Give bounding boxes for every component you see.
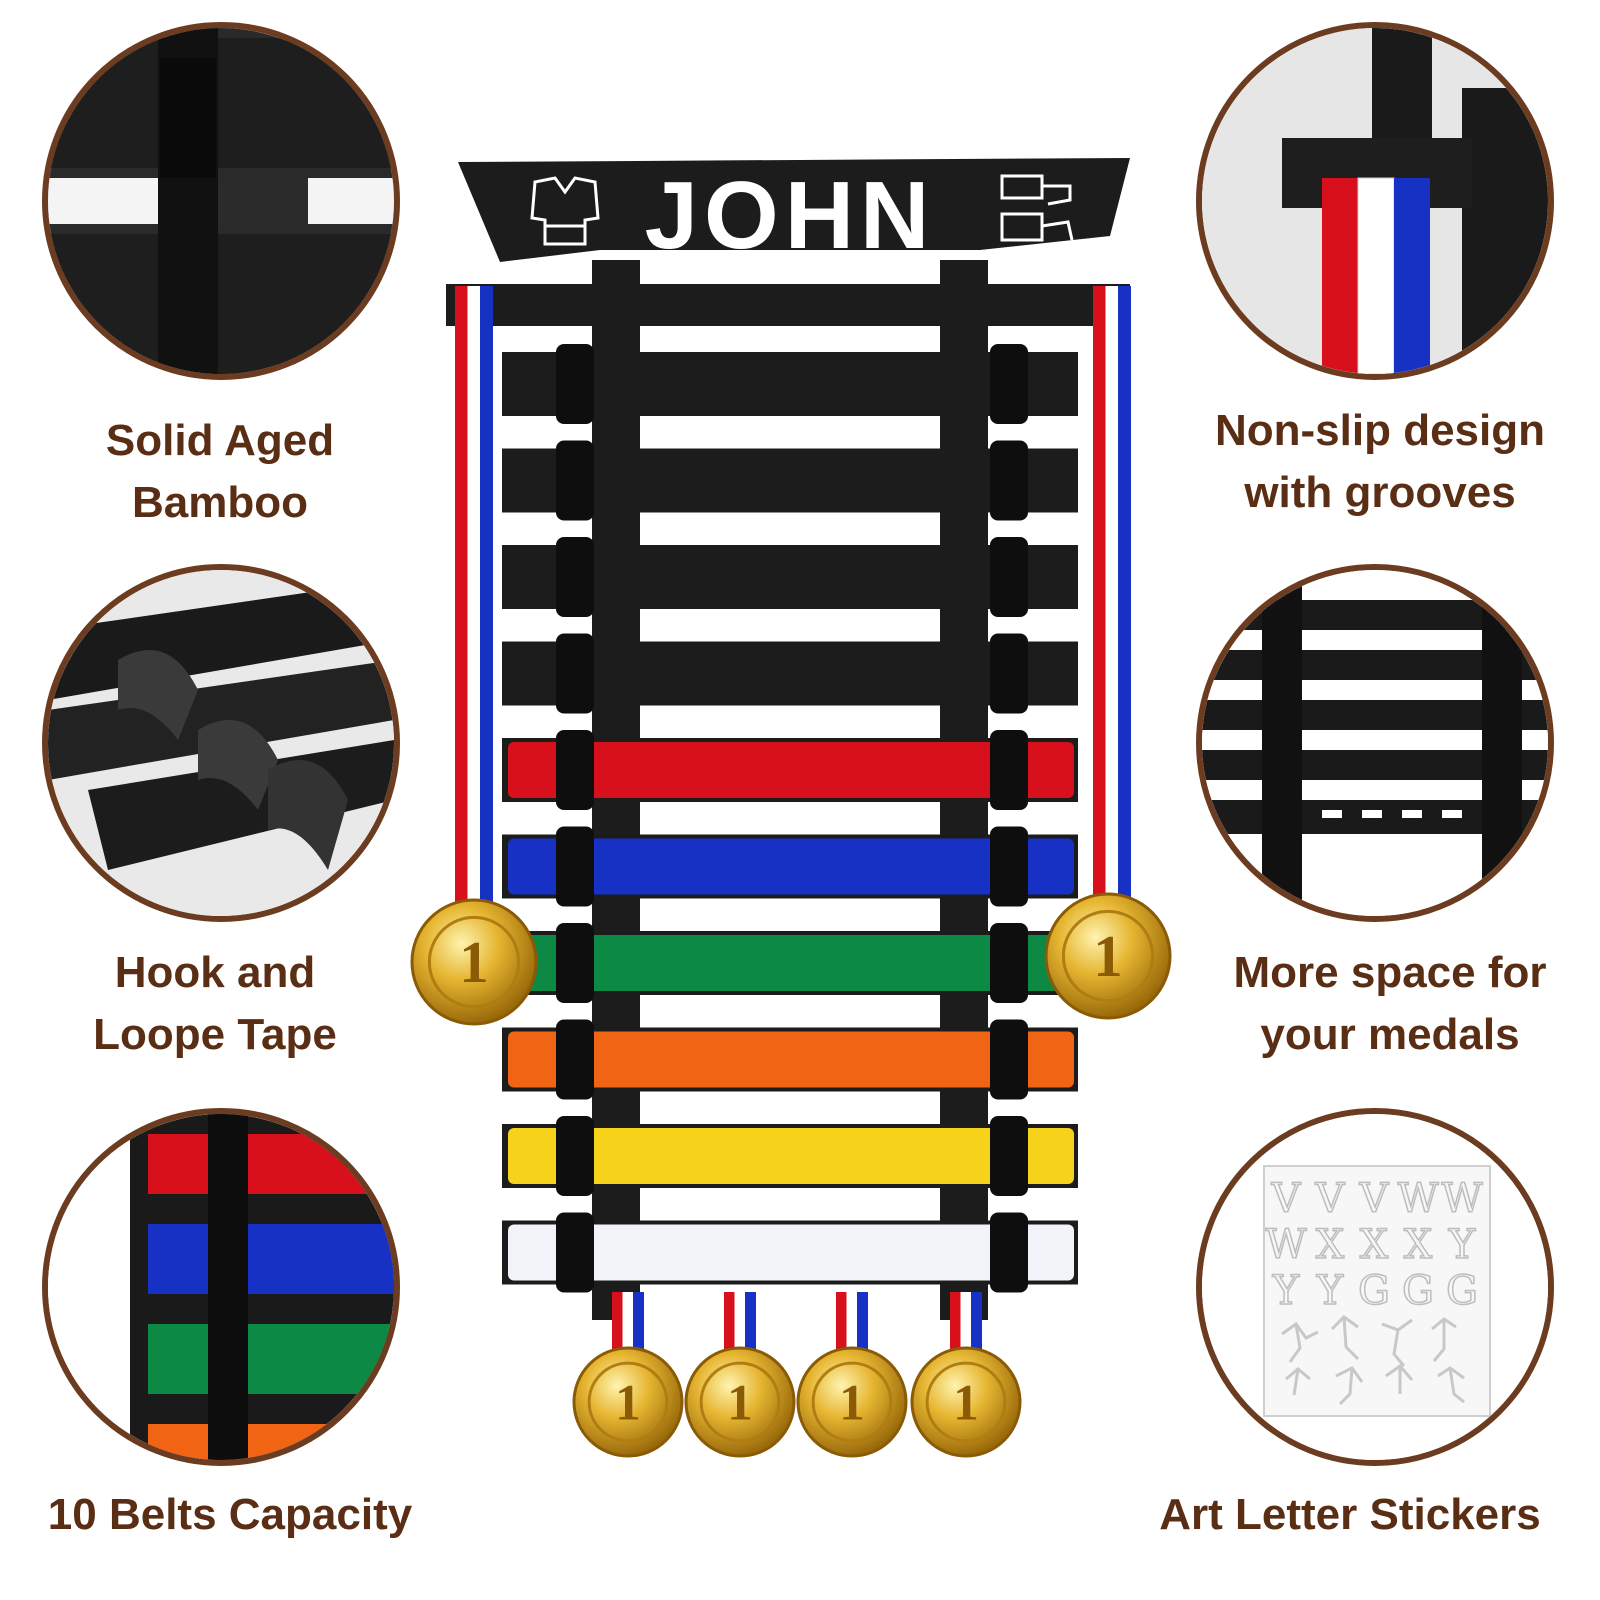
strap-right bbox=[990, 1019, 1028, 1100]
caption-stickers: Art Letter Stickers bbox=[1140, 1484, 1560, 1546]
strap-left bbox=[556, 1116, 594, 1196]
slats-group bbox=[502, 344, 1078, 1293]
caption-bamboo: Solid Aged Bamboo bbox=[40, 410, 400, 534]
strap-right bbox=[990, 633, 1028, 714]
sticker-letter: G bbox=[1446, 1268, 1478, 1314]
medal-bottom-4-number: 1 bbox=[953, 1374, 979, 1431]
strap-left bbox=[556, 633, 594, 714]
belt-3 bbox=[502, 923, 1078, 1003]
caption-stickers-line1: Art Letter Stickers bbox=[1159, 1490, 1541, 1539]
sticker-letter: W bbox=[1265, 1222, 1306, 1268]
strap-right bbox=[990, 826, 1028, 907]
name-plate-text: JOHN bbox=[645, 162, 936, 269]
detail-circle-bamboo bbox=[42, 22, 400, 380]
sticker-letter: X bbox=[1360, 1222, 1389, 1268]
caption-hook-loop: Hook and Loope Tape bbox=[30, 942, 400, 1066]
strap-left bbox=[556, 344, 594, 424]
detail-circle-hook-loop bbox=[42, 564, 400, 922]
caption-capacity: 10 Belts Capacity bbox=[10, 1484, 450, 1546]
sticker-letter: Y bbox=[1272, 1268, 1300, 1314]
right-ribbon bbox=[1093, 286, 1131, 906]
empty-slat-4 bbox=[502, 633, 1078, 714]
medal-bottom-2-number: 1 bbox=[727, 1374, 753, 1431]
sticker-letter: V bbox=[1359, 1176, 1390, 1222]
strap-right bbox=[990, 344, 1028, 424]
strap-right bbox=[990, 440, 1028, 521]
strap-left bbox=[556, 537, 594, 617]
strap-left bbox=[556, 1212, 594, 1293]
strap-right bbox=[990, 1212, 1028, 1293]
medals-group: 1 1 1 1 1 1 bbox=[410, 892, 1172, 1458]
caption-grooves-line2: with grooves bbox=[1244, 468, 1516, 517]
sticker-letter: X bbox=[1316, 1222, 1345, 1268]
medal-bottom-1: 1 bbox=[572, 1346, 684, 1458]
sticker-letter: Y bbox=[1448, 1222, 1476, 1268]
empty-slat-1 bbox=[502, 344, 1078, 424]
detail-circle-belts bbox=[42, 1108, 400, 1466]
caption-bamboo-line2: Bamboo bbox=[132, 478, 308, 527]
caption-capacity-line1: 10 Belts Capacity bbox=[47, 1490, 413, 1539]
caption-bamboo-line1: Solid Aged bbox=[105, 416, 335, 465]
sticker-letter: G bbox=[1358, 1268, 1390, 1314]
detail-circle-medal-space bbox=[1196, 564, 1554, 922]
detail-circle-grooves bbox=[1196, 22, 1554, 380]
strap-left bbox=[556, 923, 594, 1003]
sticker-letter: W bbox=[1441, 1176, 1482, 1222]
sticker-letter: X bbox=[1404, 1222, 1433, 1268]
medal-bottom-3: 1 bbox=[796, 1346, 908, 1458]
gi-icon bbox=[530, 176, 600, 246]
medal-bottom-4: 1 bbox=[910, 1346, 1022, 1458]
medal-left-number: 1 bbox=[459, 930, 488, 995]
empty-slat-3 bbox=[502, 537, 1078, 617]
strap-right bbox=[990, 730, 1028, 810]
belt-5 bbox=[502, 1116, 1078, 1196]
medal-bottom-3-number: 1 bbox=[839, 1374, 865, 1431]
medal-bottom-2: 1 bbox=[684, 1346, 796, 1458]
caption-hook-loop-line2: Loope Tape bbox=[93, 1010, 337, 1059]
strap-right bbox=[990, 537, 1028, 617]
caption-medal-space: More space for your medals bbox=[1200, 942, 1580, 1066]
sticker-letter: Y bbox=[1316, 1268, 1344, 1314]
strap-left bbox=[556, 730, 594, 810]
strap-left bbox=[556, 1019, 594, 1100]
medal-right-number: 1 bbox=[1093, 924, 1122, 989]
empty-slat-2 bbox=[502, 440, 1078, 521]
strap-left bbox=[556, 826, 594, 907]
sticker-letter: V bbox=[1271, 1176, 1302, 1222]
caption-grooves: Non-slip design with grooves bbox=[1190, 400, 1570, 524]
martial-arts-icon bbox=[1000, 174, 1074, 242]
sticker-letter: W bbox=[1397, 1176, 1438, 1222]
belt-4 bbox=[502, 1019, 1078, 1100]
strap-right bbox=[990, 923, 1028, 1003]
belt-2 bbox=[502, 826, 1078, 907]
caption-hook-loop-line1: Hook and bbox=[114, 948, 316, 997]
medal-left: 1 bbox=[410, 898, 538, 1026]
caption-medal-space-line1: More space for bbox=[1233, 948, 1547, 997]
caption-medal-space-line2: your medals bbox=[1260, 1010, 1520, 1059]
name-plate bbox=[458, 158, 1130, 262]
left-ribbon bbox=[455, 286, 493, 906]
sticker-letter: V bbox=[1315, 1176, 1346, 1222]
caption-grooves-line1: Non-slip design bbox=[1215, 406, 1545, 455]
sticker-letter: G bbox=[1402, 1268, 1434, 1314]
belt-6 bbox=[502, 1212, 1078, 1293]
belt-1 bbox=[502, 730, 1078, 810]
bottom-ribbons-group bbox=[612, 1292, 982, 1364]
top-bar bbox=[446, 284, 1130, 326]
fighter-silhouettes bbox=[1281, 1315, 1465, 1406]
strap-right bbox=[990, 1116, 1028, 1196]
strap-left bbox=[556, 440, 594, 521]
medal-right: 1 bbox=[1044, 892, 1172, 1020]
medal-bottom-1-number: 1 bbox=[615, 1374, 641, 1431]
